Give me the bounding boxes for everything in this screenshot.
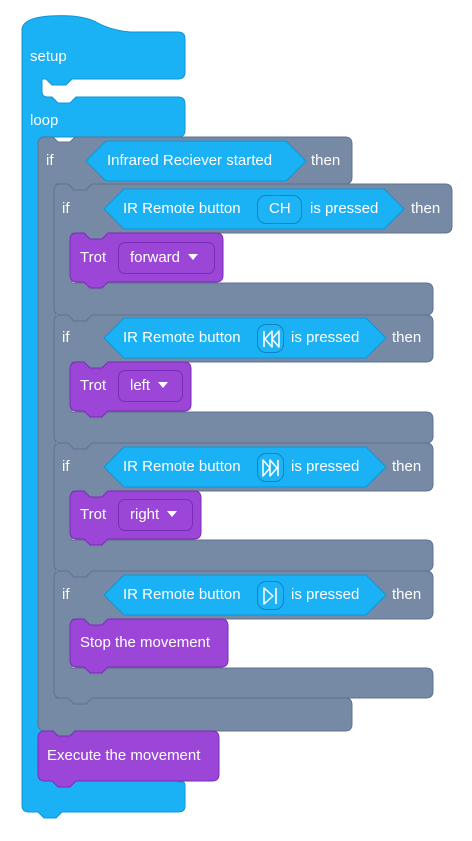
then-label: then <box>392 458 422 475</box>
ir-button-selector[interactable] <box>257 324 284 353</box>
dropdown-value: left <box>130 377 151 394</box>
if-label: if <box>62 200 70 217</box>
then-label: then <box>392 586 422 603</box>
trot-label: Trot <box>80 506 107 523</box>
condition-suffix: is pressed <box>291 329 360 346</box>
if-label: if <box>62 329 70 346</box>
if-label: if <box>62 458 70 475</box>
trot-direction-dropdown[interactable]: left <box>118 370 183 402</box>
caret-down-icon <box>158 382 169 388</box>
execute-movement-block[interactable]: Execute the movement <box>47 747 201 764</box>
condition-prefix: IR Remote button <box>123 200 241 217</box>
outer-then-label: then <box>311 152 341 169</box>
dropdown-value: right <box>130 506 160 523</box>
loop-label: loop <box>30 112 59 129</box>
play-pause-icon <box>263 587 277 605</box>
ir-button-selector[interactable] <box>257 453 284 482</box>
condition-suffix: is pressed <box>310 200 379 217</box>
condition-suffix: is pressed <box>291 458 360 475</box>
then-label: then <box>392 329 422 346</box>
condition-prefix: IR Remote button <box>123 329 241 346</box>
trot-label: Trot <box>80 377 107 394</box>
setup-label: setup <box>30 48 67 65</box>
condition-prefix: IR Remote button <box>123 586 241 603</box>
dropdown-value: forward <box>130 249 181 266</box>
trot-direction-dropdown[interactable]: right <box>118 499 193 531</box>
caret-down-icon <box>188 254 199 260</box>
trot-direction-dropdown[interactable]: forward <box>118 242 215 274</box>
previous-track-icon <box>263 330 280 348</box>
caret-down-icon <box>167 511 178 517</box>
stop-movement-block[interactable]: Stop the movement <box>80 634 211 651</box>
outer-if-label: if <box>46 152 54 169</box>
then-label: then <box>411 200 441 217</box>
condition-suffix: is pressed <box>291 586 360 603</box>
condition-prefix: IR Remote button <box>123 458 241 475</box>
if-label: if <box>62 586 70 603</box>
ir-receiver-started-condition[interactable]: Infrared Reciever started <box>107 152 273 169</box>
ir-button-selector[interactable] <box>257 581 284 610</box>
ir-button-value: CH <box>269 200 291 217</box>
trot-label: Trot <box>80 249 107 266</box>
ir-button-selector[interactable]: CH <box>257 195 302 224</box>
next-track-icon <box>262 459 279 477</box>
